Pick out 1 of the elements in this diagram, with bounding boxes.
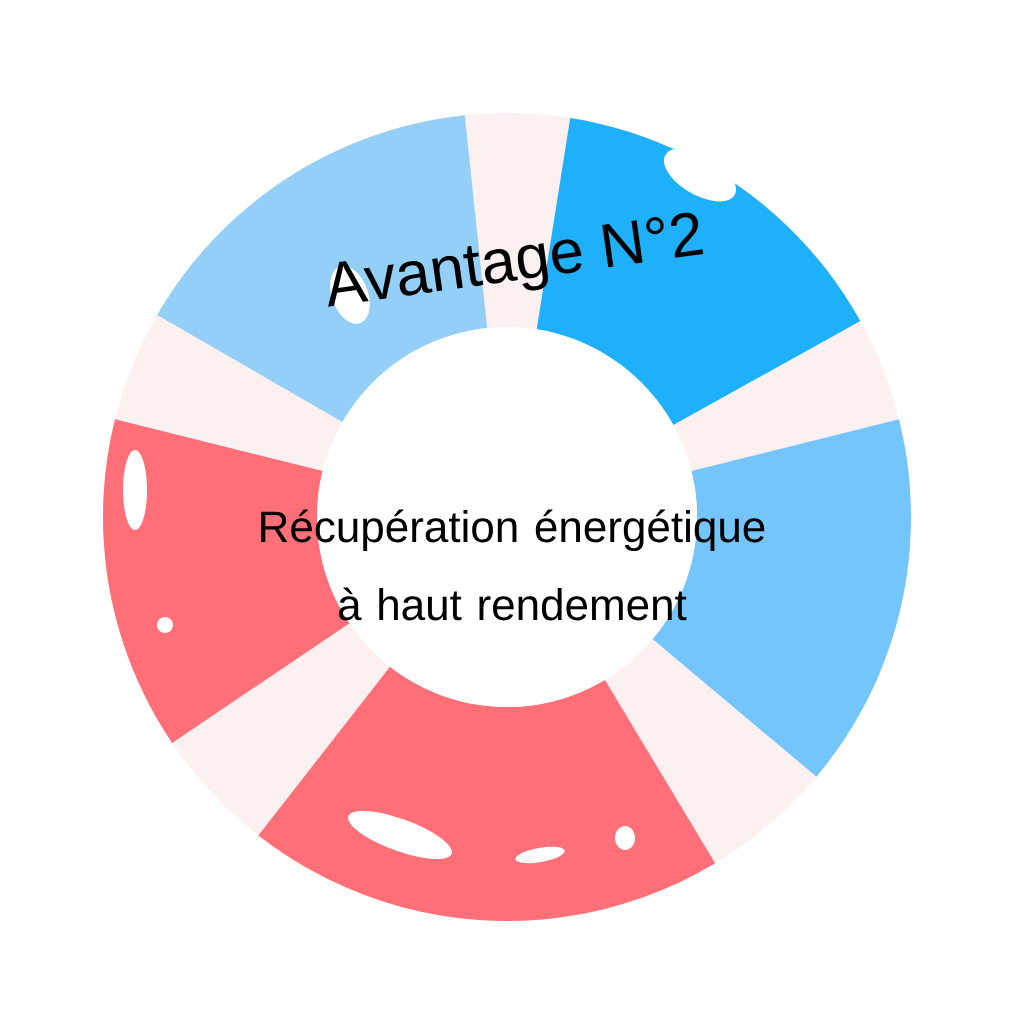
title-text: Avantage N°2: [328, 212, 704, 307]
